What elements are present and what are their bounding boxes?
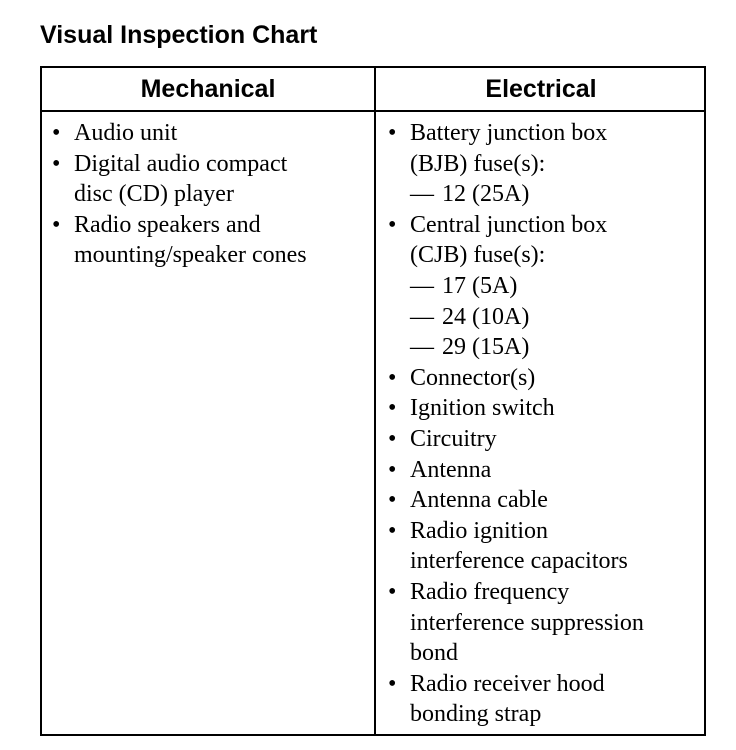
list-item: • Battery junction box (BJB) fuse(s): — 1… xyxy=(386,118,702,210)
list-item-text: mounting/speaker cones xyxy=(74,242,307,269)
list-item-text: Antenna cable xyxy=(410,487,548,514)
list-item: • Audio unit xyxy=(50,118,368,149)
dash-glyph: — xyxy=(410,334,434,361)
mechanical-list: • Audio unit • Digital audio compact dis… xyxy=(50,118,368,271)
list-item-text: Digital audio compact xyxy=(74,150,288,177)
list-item-text: Audio unit xyxy=(74,120,178,146)
bullet-glyph: • xyxy=(388,670,397,697)
bullet-glyph: • xyxy=(388,456,397,483)
bullet-glyph: • xyxy=(388,364,397,391)
list-item: • Radio frequency interference suppressi… xyxy=(386,577,702,669)
list-item: • Radio receiver hood bonding strap xyxy=(386,669,702,730)
column-header-electrical: Electrical xyxy=(485,75,597,103)
list-item: • Antenna cable xyxy=(386,485,702,516)
list-item: • Digital audio compact disc (CD) player xyxy=(50,149,368,210)
bullet-glyph: • xyxy=(388,211,397,238)
dash-glyph: — xyxy=(410,272,434,299)
list-item-text: interference capacitors xyxy=(410,548,628,575)
dash-glyph: — xyxy=(410,181,434,208)
list-item-text: Radio receiver hood xyxy=(410,670,605,697)
bullet-glyph: • xyxy=(388,517,397,544)
bullet-glyph: • xyxy=(388,395,397,422)
list-item: • Ignition switch xyxy=(386,393,702,424)
list-item-text: bond xyxy=(410,640,458,667)
list-item-text: disc (CD) player xyxy=(74,181,234,208)
bullet-glyph: • xyxy=(52,150,61,177)
list-item: • Antenna xyxy=(386,455,702,486)
fuse-sub-item-text: 29 (15A) xyxy=(442,334,530,361)
list-item: • Central junction box (CJB) fuse(s): — 1… xyxy=(386,210,702,363)
list-item: • Radio ignition interference capacitors xyxy=(386,516,702,577)
list-item-text: Radio speakers and xyxy=(74,211,261,238)
bullet-glyph: • xyxy=(388,578,397,605)
fuse-sub-item-text: 12 (25A) xyxy=(442,181,530,208)
fuse-sub-item: — 29 (15A) xyxy=(410,332,702,363)
bullet-glyph: • xyxy=(388,487,397,514)
fuse-sub-item: — 24 (10A) xyxy=(410,302,702,333)
list-item: • Circuitry xyxy=(386,424,702,455)
dash-glyph: — xyxy=(410,303,434,330)
bullet-glyph: • xyxy=(388,120,397,146)
list-item-text: Circuitry xyxy=(410,425,497,452)
list-item-text: Radio frequency xyxy=(410,578,570,605)
fuse-sub-item: — 17 (5A) xyxy=(410,271,702,302)
list-item-text: Central junction box xyxy=(410,211,608,238)
bullet-glyph: • xyxy=(52,211,61,238)
list-item: • Connector(s) xyxy=(386,363,702,394)
column-header-mechanical: Mechanical xyxy=(140,75,276,103)
list-item-text: bonding strap xyxy=(410,701,542,728)
bullet-glyph: • xyxy=(388,425,397,452)
bullet-glyph: • xyxy=(52,120,61,146)
header-rule xyxy=(42,110,704,112)
column-divider xyxy=(374,68,376,734)
list-item-text: Radio ignition xyxy=(410,517,548,544)
fuse-sub-item: — 12 (25A) xyxy=(410,179,702,210)
list-item-text: Ignition switch xyxy=(410,395,555,422)
list-item-text: Connector(s) xyxy=(410,364,536,391)
list-item: • Radio speakers and mounting/speaker co… xyxy=(50,210,368,271)
page-title: Visual Inspection Chart xyxy=(40,21,318,49)
electrical-list: • Battery junction box (BJB) fuse(s): — 1… xyxy=(386,118,702,730)
list-item-text: (BJB) fuse(s): xyxy=(410,150,546,177)
list-item-text: Antenna xyxy=(410,456,492,483)
fuse-sub-item-text: 24 (10A) xyxy=(442,303,530,330)
fuse-sub-item-text: 17 (5A) xyxy=(442,272,518,299)
visual-inspection-table: Mechanical Electrical • Audio unit • Dig… xyxy=(40,66,706,736)
list-item-text: interference suppression xyxy=(410,609,644,636)
list-item-text: (CJB) fuse(s): xyxy=(410,242,546,269)
list-item-text: Battery junction box xyxy=(410,120,608,146)
